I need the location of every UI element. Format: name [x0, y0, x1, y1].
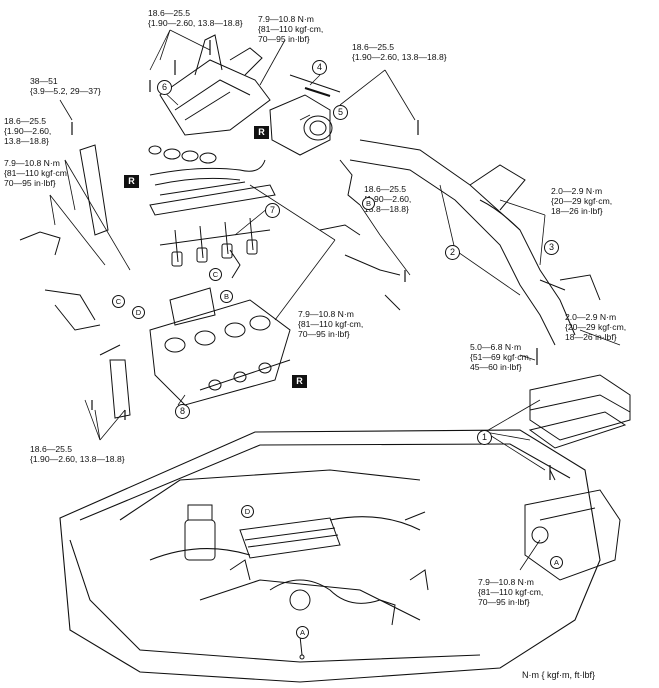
- air-cleaner-case: [524, 374, 631, 581]
- callout-8: 8: [175, 404, 190, 419]
- torque-spec-air-cleaner-case: 7.9—10.8 N·m {81—110 kgf·cm, 70—95 in·lb…: [478, 577, 544, 607]
- torque-spec-fuel-rail: 7.9—10.8 N·m {81—110 kgf·cm, 70—95 in·lb…: [4, 158, 70, 188]
- replace-mark-manifold-gasket: R: [124, 175, 139, 188]
- torque-spec-left-bracket: 18.6—25.5 {1.90—2.60, 13.8—18.8}: [4, 116, 52, 146]
- leader-lines: [49, 29, 621, 571]
- torque-spec-air-hose-clamp-upper: 2.0—2.9 N·m {20—29 kgf·cm, 18—26 in·lbf}: [551, 186, 613, 216]
- torque-spec-lower-manifold-brackets: 18.6—25.5 {1.90—2.60, 13.8—18.8}: [30, 444, 125, 464]
- ref-letter-d-lower: D: [241, 505, 254, 518]
- vehicle-body-outline: [59, 429, 601, 683]
- ref-letter-c-upper: C: [209, 268, 222, 281]
- callout-5: 5: [333, 105, 348, 120]
- torque-spec-lower-manifold: 7.9—10.8 N·m {81—110 kgf·cm, 70—95 in·lb…: [298, 309, 364, 339]
- replace-mark-throttle-gasket: R: [254, 126, 269, 139]
- callout-2: 2: [445, 245, 460, 260]
- ref-letter-a-right: A: [550, 556, 563, 569]
- unit-legend: N·m { kgf·m, ft·lbf}: [522, 670, 596, 680]
- torque-spec-throttle-body: 18.6—25.5 {1.90—2.60, 13.8—18.8}: [352, 42, 447, 62]
- ref-letter-c-lower: C: [112, 295, 125, 308]
- callout-4: 4: [312, 60, 327, 75]
- ref-letter-b-upper: B: [362, 197, 375, 210]
- callout-1: 1: [477, 430, 492, 445]
- intake-manifold-upper: [159, 34, 271, 136]
- torque-spec-throttle-bracket: 7.9—10.8 N·m {81—110 kgf·cm, 70—95 in·lb…: [258, 14, 324, 44]
- callout-3: 3: [544, 240, 559, 255]
- callout-7: 7: [265, 203, 280, 218]
- fuel-rail-injectors: [149, 184, 276, 267]
- wiring-harness: [149, 159, 266, 196]
- replace-mark-lower-gasket: R: [292, 375, 307, 388]
- engine-bay-components: [184, 504, 429, 660]
- left-brackets: [19, 144, 131, 419]
- torque-spec-pcv-bracket: 18.6—25.5 {1.90—2.60, 13.8—18.8}: [364, 184, 412, 214]
- callout-6: 6: [157, 80, 172, 95]
- gaskets: [148, 145, 217, 164]
- torque-spec-upper-manifold-bolts: 18.6—25.5 {1.90—2.60, 13.8—18.8}: [148, 8, 243, 28]
- ref-letter-a-lower: A: [296, 626, 309, 639]
- intake-manifold-lower: [149, 287, 291, 406]
- torque-spec-air-hose-clamp-lower: 2.0—2.9 N·m {20—29 kgf·cm, 18—26 in·lbf}: [565, 312, 627, 342]
- bolts: [71, 40, 551, 480]
- ref-letter-b-lower: B: [220, 290, 233, 303]
- throttle-body-drawing: [269, 74, 341, 156]
- pcv-hoses: [229, 159, 401, 311]
- ref-letter-d-upper: D: [132, 306, 145, 319]
- torque-spec-air-cleaner-bolt: 5.0—6.8 N·m {51—69 kgf·cm, 45—60 in·lbf}: [470, 342, 532, 372]
- intake-air-hose: [349, 139, 601, 346]
- torque-spec-bracket-bolt: 38—51 {3.9—5.2, 29—37}: [30, 76, 101, 96]
